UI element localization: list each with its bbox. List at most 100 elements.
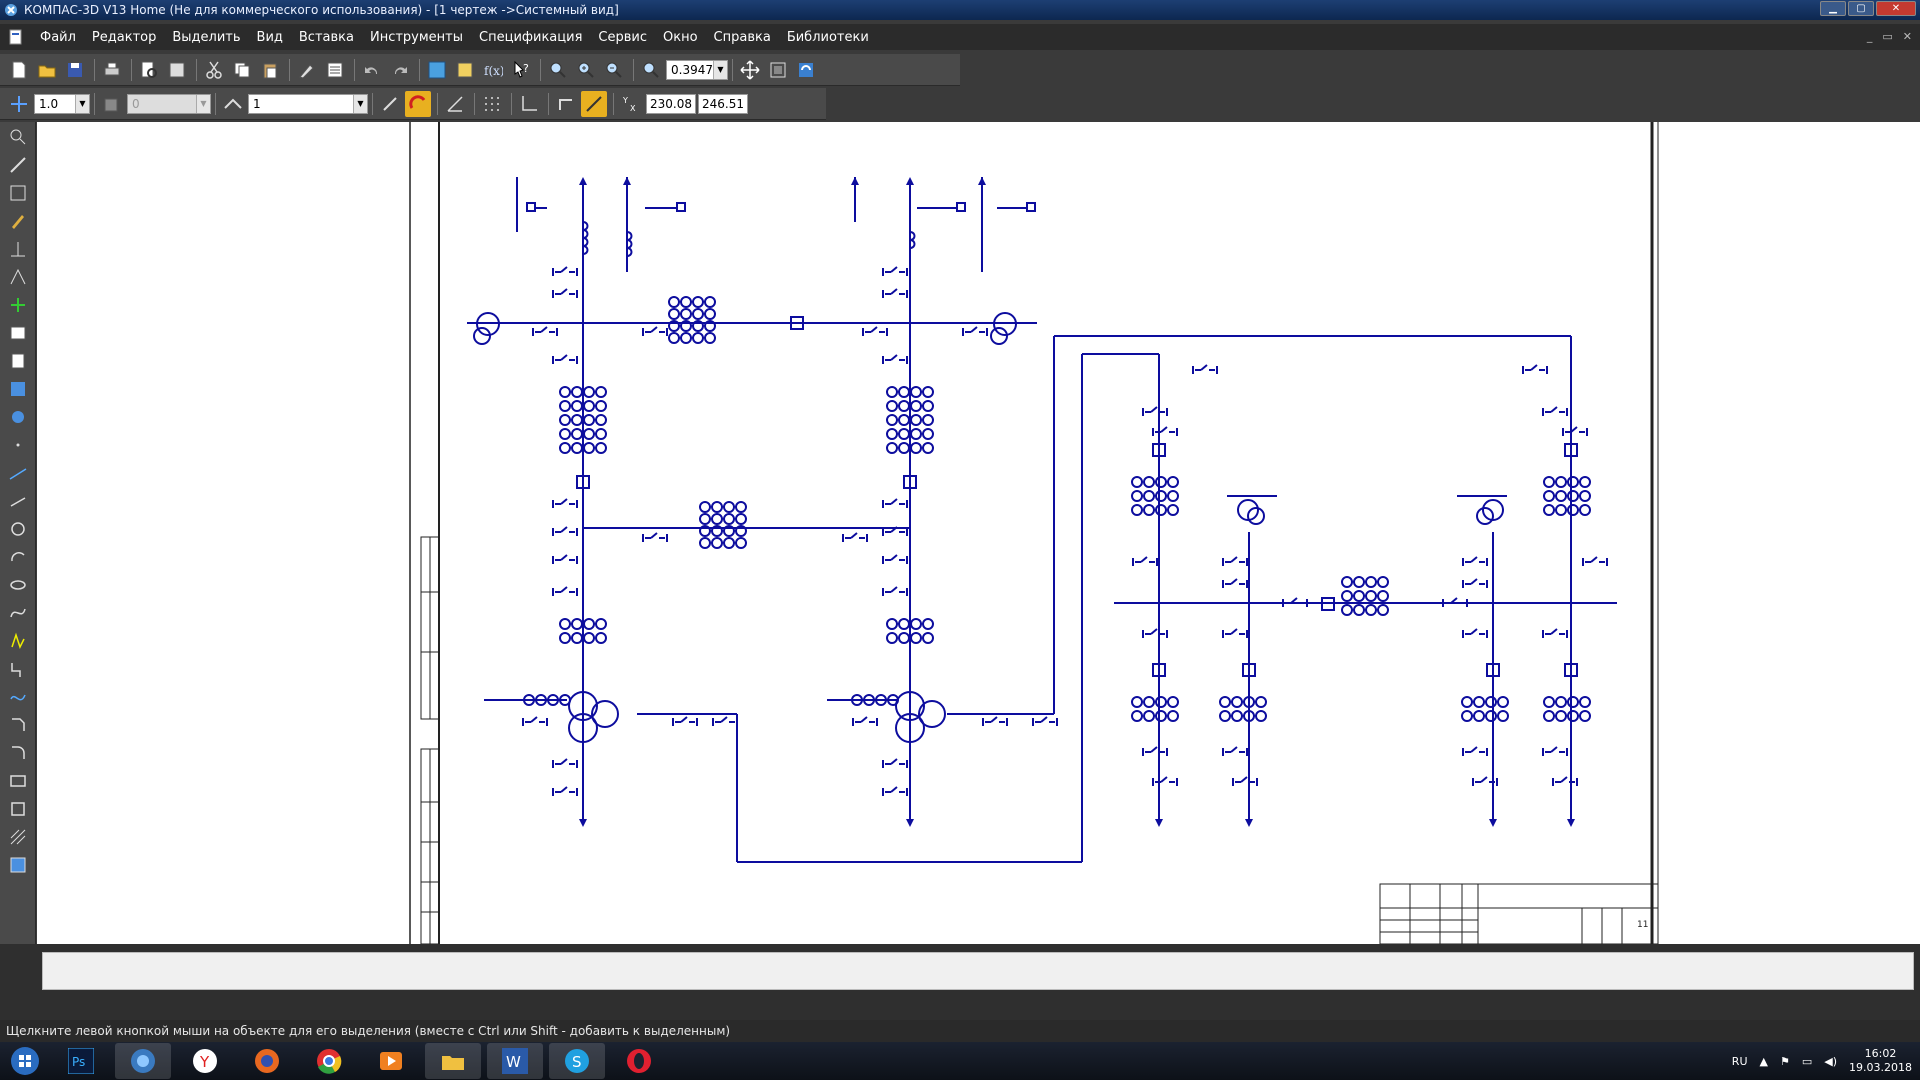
chevron-down-icon[interactable]: ▼	[196, 95, 210, 113]
kompas-icon[interactable]	[115, 1043, 171, 1079]
zoom-window-icon[interactable]	[545, 57, 571, 83]
open-button[interactable]	[34, 57, 60, 83]
doc-minimize-button[interactable]: _	[1867, 30, 1873, 43]
tree-icon[interactable]	[424, 57, 450, 83]
associative-view-icon[interactable]	[3, 320, 33, 346]
photoshop-icon[interactable]: Ps	[53, 1043, 109, 1079]
menu-libraries[interactable]: Библиотеки	[779, 30, 877, 45]
select-icon[interactable]	[3, 292, 33, 318]
ortho-mode-icon[interactable]	[553, 91, 579, 117]
polyline-icon[interactable]	[3, 656, 33, 682]
opera-icon[interactable]	[611, 1043, 667, 1079]
local-cs-icon[interactable]	[442, 91, 468, 117]
circle-icon[interactable]	[3, 516, 33, 542]
chevron-down-icon[interactable]: ▼	[713, 61, 727, 79]
doc-restore-button[interactable]: ▭	[1882, 30, 1892, 43]
preview-button[interactable]	[136, 57, 162, 83]
chevron-down-icon[interactable]: ▼	[75, 95, 89, 113]
menu-file[interactable]: Файл	[32, 30, 84, 45]
yandex-icon[interactable]: Y	[177, 1043, 233, 1079]
auto-line-icon[interactable]	[3, 628, 33, 654]
layer-icon[interactable]	[99, 91, 125, 117]
menu-help[interactable]: Справка	[706, 30, 779, 45]
menu-editor[interactable]: Редактор	[84, 30, 164, 45]
style-combo[interactable]: 1▼	[248, 94, 368, 114]
document-icon[interactable]	[8, 29, 24, 45]
hatch-icon[interactable]	[3, 824, 33, 850]
grid-icon[interactable]	[479, 91, 505, 117]
pan-icon[interactable]	[737, 57, 763, 83]
firefox-icon[interactable]	[239, 1043, 295, 1079]
properties-button[interactable]	[164, 57, 190, 83]
menu-tools[interactable]: Инструменты	[362, 30, 471, 45]
close-button[interactable]: ✕	[1876, 1, 1916, 16]
menu-insert[interactable]: Вставка	[291, 30, 362, 45]
variables-icon[interactable]: f(x)	[480, 57, 506, 83]
auxiliary-line-icon[interactable]	[3, 460, 33, 486]
fillet-icon[interactable]	[3, 740, 33, 766]
zoom-in-icon[interactable]	[573, 57, 599, 83]
cursor-y-field[interactable]: 246.51	[698, 94, 748, 114]
layer-combo[interactable]: 0▼	[127, 94, 211, 114]
help-pointer-icon[interactable]: ?	[508, 57, 534, 83]
measure-icon[interactable]	[3, 264, 33, 290]
step-combo[interactable]: 1.0▼	[34, 94, 90, 114]
word-icon[interactable]: W	[487, 1043, 543, 1079]
cut-icon[interactable]	[201, 57, 227, 83]
polygon-icon[interactable]	[3, 796, 33, 822]
dimension-tool-icon[interactable]	[3, 152, 33, 178]
zoom-combo[interactable]: 0.3947▼	[666, 60, 728, 80]
minimize-button[interactable]: ▁	[1820, 1, 1846, 16]
segment-icon[interactable]	[3, 488, 33, 514]
print-button[interactable]	[99, 57, 125, 83]
fill-icon[interactable]	[3, 852, 33, 878]
ellipse-icon[interactable]	[3, 572, 33, 598]
cursor-x-field[interactable]: 230.08	[646, 94, 696, 114]
orthogonal-icon[interactable]	[377, 91, 403, 117]
menu-window[interactable]: Окно	[655, 30, 706, 45]
clock[interactable]: 16:02 19.03.2018	[1849, 1047, 1912, 1075]
copy-icon[interactable]	[229, 57, 255, 83]
chamfer-icon[interactable]	[3, 712, 33, 738]
menu-service[interactable]: Сервис	[590, 30, 655, 45]
reports-icon[interactable]	[3, 376, 33, 402]
network-icon[interactable]: ▭	[1802, 1055, 1812, 1068]
symbols-tool-icon[interactable]	[3, 180, 33, 206]
menu-select[interactable]: Выделить	[164, 30, 248, 45]
zoom-scale-icon[interactable]	[638, 57, 664, 83]
chrome-icon[interactable]	[301, 1043, 357, 1079]
round-mode-icon[interactable]	[581, 91, 607, 117]
geometry-tool-icon[interactable]	[3, 124, 33, 150]
redo-icon[interactable]	[387, 57, 413, 83]
insert-icon[interactable]	[3, 404, 33, 430]
drawing-canvas[interactable]: 11	[37, 122, 1920, 944]
manager-icon[interactable]	[322, 57, 348, 83]
axes-icon[interactable]	[516, 91, 542, 117]
maximize-button[interactable]: ▢	[1848, 1, 1874, 16]
line-style-icon[interactable]	[220, 91, 246, 117]
menu-specification[interactable]: Спецификация	[471, 30, 590, 45]
parametrization-icon[interactable]	[3, 236, 33, 262]
edit-tool-icon[interactable]	[3, 208, 33, 234]
bezier-icon[interactable]	[3, 684, 33, 710]
refresh-icon[interactable]	[793, 57, 819, 83]
snap-magnet-icon[interactable]	[405, 91, 431, 117]
zoom-out-icon[interactable]	[601, 57, 627, 83]
rectangle-icon[interactable]	[3, 768, 33, 794]
save-button[interactable]	[62, 57, 88, 83]
flag-icon[interactable]: ⚑	[1780, 1055, 1790, 1068]
spline-icon[interactable]	[3, 600, 33, 626]
tray-arrow-icon[interactable]: ▲	[1760, 1055, 1768, 1068]
paste-icon[interactable]	[257, 57, 283, 83]
chevron-down-icon[interactable]: ▼	[353, 95, 367, 113]
library-icon[interactable]	[452, 57, 478, 83]
volume-icon[interactable]: ◀)	[1824, 1055, 1837, 1068]
show-all-icon[interactable]	[765, 57, 791, 83]
spec-icon[interactable]	[3, 348, 33, 374]
doc-close-button[interactable]: ✕	[1903, 30, 1912, 43]
start-button[interactable]	[0, 1042, 50, 1080]
undo-icon[interactable]	[359, 57, 385, 83]
language-indicator[interactable]: RU	[1732, 1055, 1748, 1068]
skype-icon[interactable]: S	[549, 1043, 605, 1079]
properties-field[interactable]	[42, 952, 1914, 990]
